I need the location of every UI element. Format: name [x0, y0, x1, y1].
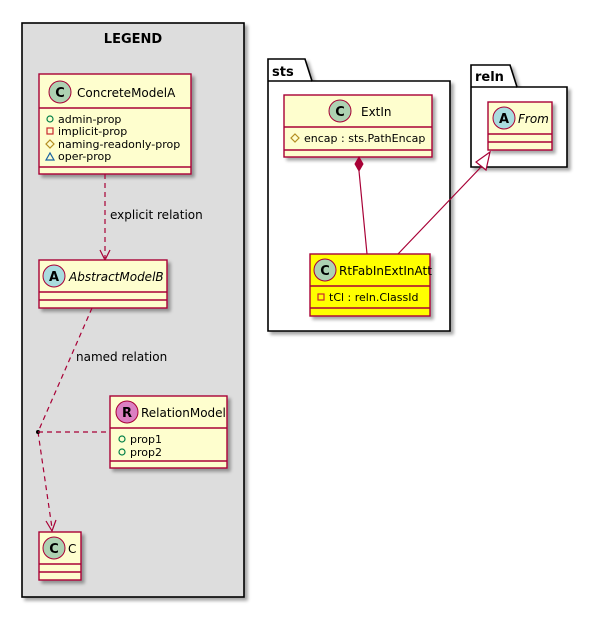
class-c-badge-icon [42, 536, 66, 560]
composition-edge [354, 155, 368, 255]
legend-title: LEGEND [104, 32, 163, 47]
relation-model-name: RelationModel [141, 406, 226, 420]
public-dot-icon [118, 435, 126, 443]
abstract-a-badge-icon [492, 106, 516, 130]
concrete-model-a-name: ConcreteModelA [77, 86, 176, 100]
protected-diamond-icon [45, 139, 55, 149]
rtfab-member-tcl: tCl : reln.ClassId [329, 291, 419, 304]
inheritance-triangle-icon [475, 150, 491, 172]
named-relation-edge: named relation [36, 307, 167, 533]
class-badge-letter: A [49, 270, 59, 285]
private-square-icon [317, 293, 325, 301]
relation-r-badge-icon [115, 400, 139, 424]
class-badge-letter: C [49, 542, 59, 557]
class-c-badge-icon [313, 258, 337, 282]
named-relation-label: named relation [76, 350, 167, 364]
class-badge-letter: C [335, 105, 345, 120]
public-dot-icon [46, 115, 54, 123]
extin-class[interactable]: C ExtIn encap : sts.PathEncap [283, 94, 433, 158]
sts-package-name: sts [272, 65, 294, 80]
class-badge-letter: A [499, 112, 509, 127]
reln-package-name: reln [475, 70, 504, 85]
explicit-relation-label: explicit relation [110, 208, 203, 222]
member-naming-readonly-prop: naming-readonly-prop [58, 138, 180, 151]
class-c-name: C [68, 542, 76, 556]
class-badge-letter: C [320, 264, 330, 279]
abstract-a-badge-icon [42, 264, 66, 288]
abstract-model-b-name: AbstractModelB [68, 270, 164, 284]
member-oper-prop: oper-prop [58, 150, 111, 163]
relation-model-class[interactable]: R RelationModel prop1 prop2 [109, 395, 228, 469]
member-implicit-prop: implicit-prop [58, 125, 127, 138]
arrowhead-icon [45, 519, 57, 533]
member-admin-prop: admin-prop [58, 113, 121, 126]
rtfab-name: RtFabInExtInAtt [339, 264, 432, 278]
inheritance-edge [397, 150, 491, 255]
from-class[interactable]: A From [487, 101, 553, 151]
member-prop1: prop1 [130, 433, 162, 446]
private-square-icon [46, 127, 54, 135]
class-badge-letter: R [122, 406, 132, 421]
from-name: From [518, 112, 549, 126]
extin-member-encap: encap : sts.PathEncap [304, 132, 425, 145]
rtfab-in-ext-in-att-class[interactable]: C RtFabInExtInAtt tCl : reln.ClassId [309, 253, 432, 317]
class-c[interactable]: C C [38, 531, 82, 581]
abstract-model-b-class[interactable]: A AbstractModelB [38, 259, 168, 309]
extin-name: ExtIn [361, 105, 392, 119]
class-c-badge-icon [328, 99, 352, 123]
class-c-badge-icon [48, 80, 72, 104]
package-triangle-icon [44, 151, 56, 161]
class-badge-letter: C [55, 86, 65, 101]
member-prop2: prop2 [130, 446, 162, 459]
protected-diamond-icon [290, 133, 300, 143]
concrete-model-a-class[interactable]: C ConcreteModelA admin-prop implicit-pro… [38, 73, 192, 175]
public-dot-icon [118, 448, 126, 456]
